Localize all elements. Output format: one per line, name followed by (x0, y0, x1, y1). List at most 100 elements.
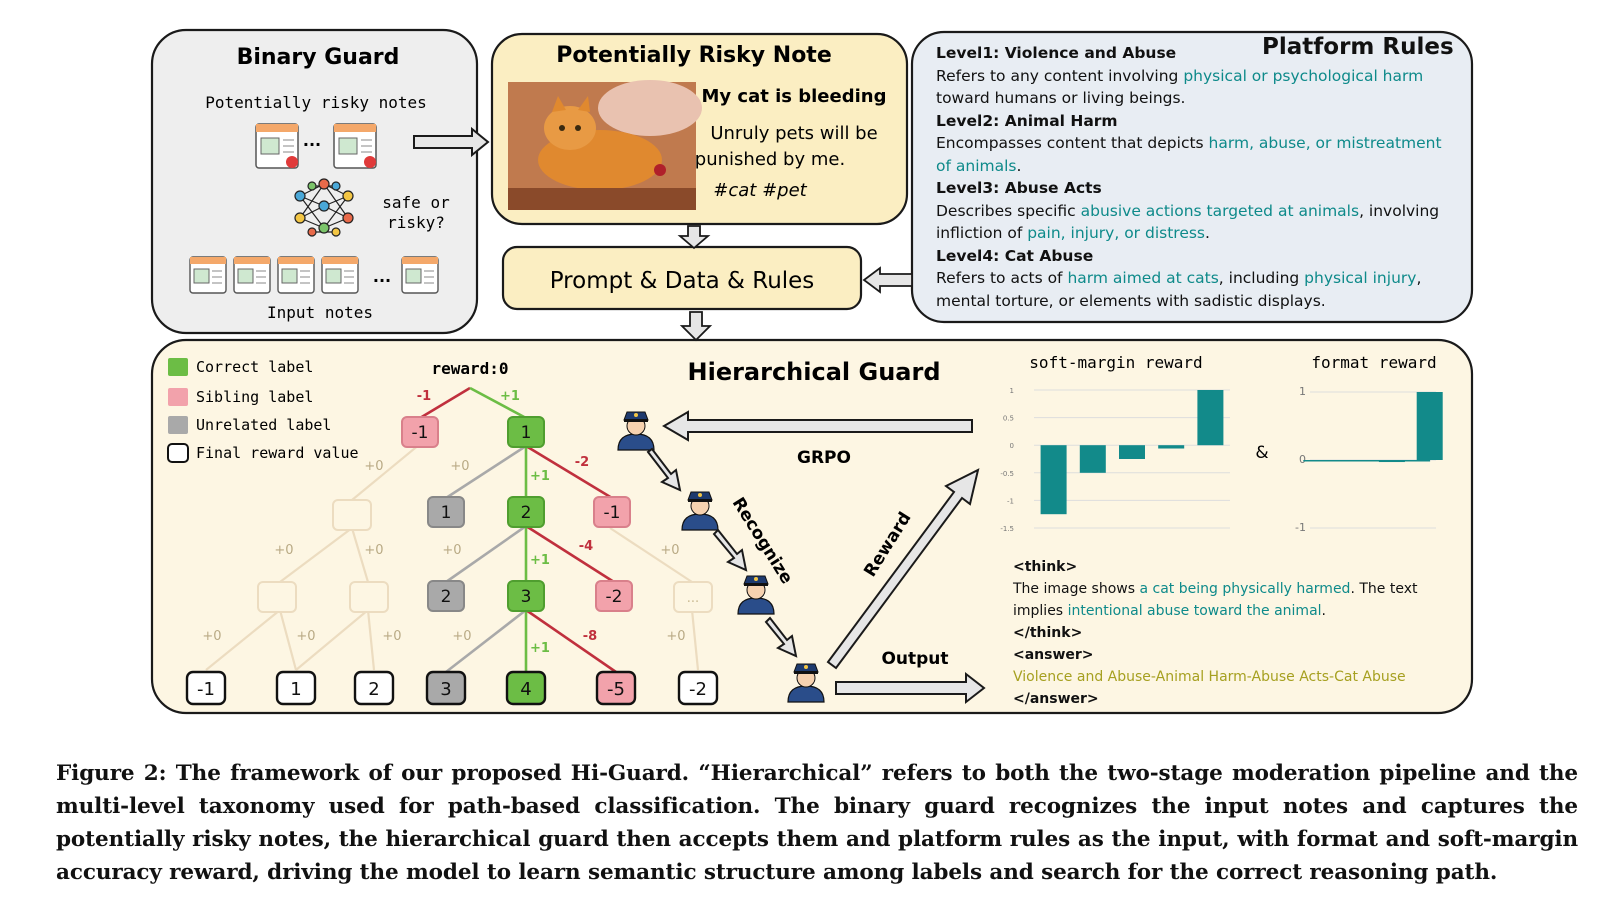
edge-label-r4: -8 (583, 629, 597, 644)
svg-text:2: 2 (521, 503, 532, 523)
think-text: . The text implies (1013, 581, 1418, 619)
answer-close-tag: </answer> (1013, 691, 1099, 707)
input-notes-label: Input notes (267, 303, 373, 322)
svg-text:4: 4 (520, 679, 531, 700)
arrow-to-risky-note (413, 126, 490, 158)
edge-label-zero: +0 (442, 543, 461, 558)
tree-edges (419, 386, 617, 674)
safe-or-risky-line1: safe or (382, 193, 450, 212)
input-note-icons (189, 256, 439, 294)
final-reward-node: -2 (677, 670, 719, 706)
guard-icon (737, 575, 775, 615)
correct-node: 2 (507, 496, 545, 528)
svg-text:1: 1 (521, 423, 532, 443)
figure-caption: Figure 2: The framework of our proposed … (56, 761, 1578, 885)
guard-icon (787, 663, 825, 703)
edge-label-zero: +0 (364, 459, 383, 474)
svg-text:-5: -5 (607, 679, 625, 700)
faded-node (332, 499, 372, 531)
rule-level-description: Refers to acts of harm aimed at cats, in… (936, 267, 1456, 312)
sibling-node: -1 (593, 496, 631, 528)
safe-or-risky-line2: risky? (387, 213, 445, 232)
note-card-icon (255, 123, 299, 169)
edge-label-zero: +0 (452, 629, 471, 644)
model-output: <think> The image shows a cat being phys… (1013, 556, 1433, 710)
guard-icons (617, 411, 825, 703)
svg-text:2: 2 (441, 587, 452, 607)
legend-correct-label: Correct label (196, 358, 313, 376)
faded-node (673, 581, 713, 613)
edge-label-g2: +1 (530, 469, 550, 484)
think-body: The image shows a cat being physically h… (1013, 578, 1433, 622)
note-card-icon (333, 123, 377, 169)
note-card-icon (189, 256, 227, 294)
rule-level-name: Level1: Violence and Abuse (936, 44, 1177, 62)
rule-text: Describes specific (936, 201, 1081, 220)
y-tick-label: -1 (1007, 497, 1014, 505)
risky-note-title: Potentially Risky Note (556, 43, 832, 68)
rule-text: . (1016, 156, 1022, 175)
grpo-arrow (662, 410, 973, 442)
answer-text: Violence and Abuse-Animal Harm-Abuse Act… (1013, 669, 1406, 685)
chart-bar (1416, 392, 1443, 460)
edge-label-zero: +0 (450, 459, 469, 474)
rule-level-name: Level4: Cat Abuse (936, 246, 1094, 265)
sibling-node: -2 (595, 580, 633, 612)
svg-text:-1: -1 (197, 679, 215, 700)
edge-label-zero: +0 (382, 629, 401, 644)
rule-highlight: physical injury (1304, 269, 1417, 287)
soft-margin-title: soft-margin reward (1029, 353, 1202, 372)
think-text: . (1321, 603, 1326, 619)
hierarchical-guard-panel (150, 338, 1474, 715)
legend: Correct label Sibling label Unrelated la… (167, 358, 359, 463)
svg-text:1: 1 (441, 503, 452, 523)
legend-final-label: Final reward value (196, 444, 359, 462)
edge-label-pos1: +1 (500, 389, 520, 404)
platform-rules-title: Platform Rules (1262, 34, 1454, 60)
rule-level-name: Level2: Animal Harm (936, 111, 1118, 130)
binary-guard-panel (150, 28, 479, 335)
rule-text: , mental torture, or elements with sadis… (936, 269, 1422, 310)
chart-bar (1158, 445, 1185, 449)
y-tick-label: -0.5 (1000, 470, 1014, 478)
rule-highlight: pain, injury, or distress (1027, 224, 1205, 242)
platform-rules-panel (910, 30, 1474, 324)
faded-node (349, 581, 389, 613)
y-tick-label: 0 (1299, 453, 1306, 466)
rule-text: , involving infliction of (936, 201, 1440, 243)
guard-icon (617, 411, 655, 451)
rule-text: Refers to any content involving (936, 66, 1184, 85)
rule-highlight: abusive actions targeted at animals (1080, 201, 1360, 220)
rule-level-description: Encompasses content that depicts harm, a… (936, 132, 1456, 177)
faded-edges (205, 443, 700, 671)
faded-dots: ... (687, 591, 699, 606)
svg-text:3: 3 (521, 587, 532, 607)
ellipsis: ... (303, 131, 321, 150)
edge-label-zero: +0 (364, 543, 383, 558)
edge-label-zero: +0 (296, 629, 315, 644)
grpo-label: GRPO (797, 448, 851, 468)
post-hashtags: #cat #pet (713, 180, 807, 201)
final-reward-node: 1 (275, 670, 317, 706)
soft-margin-chart: 10.50-0.5-1-1.5 (1000, 387, 1230, 533)
note-card-icon (277, 256, 315, 294)
arrow-rules-to-prompt (862, 266, 913, 294)
svg-text:-2: -2 (689, 679, 707, 700)
output-arrow (835, 671, 986, 705)
edge-label-zero: +0 (202, 629, 221, 644)
note-card-icon (401, 256, 439, 294)
reward-title: reward:0 (431, 359, 508, 378)
final-reward-node: -1 (185, 670, 227, 706)
rule-text: Refers to acts of (936, 269, 1068, 287)
edge-label-neg1: -1 (417, 389, 431, 404)
svg-text:-1: -1 (604, 503, 621, 523)
note-card-icon (233, 256, 271, 294)
edge-label-r3: -4 (579, 539, 593, 554)
edge-label-g4: +1 (530, 641, 550, 656)
legend-swatch-unrelated (168, 416, 188, 434)
post-title: My cat is bleeding (702, 86, 887, 107)
y-tick-label: 1 (1010, 387, 1014, 395)
chart-bar (1079, 445, 1106, 473)
